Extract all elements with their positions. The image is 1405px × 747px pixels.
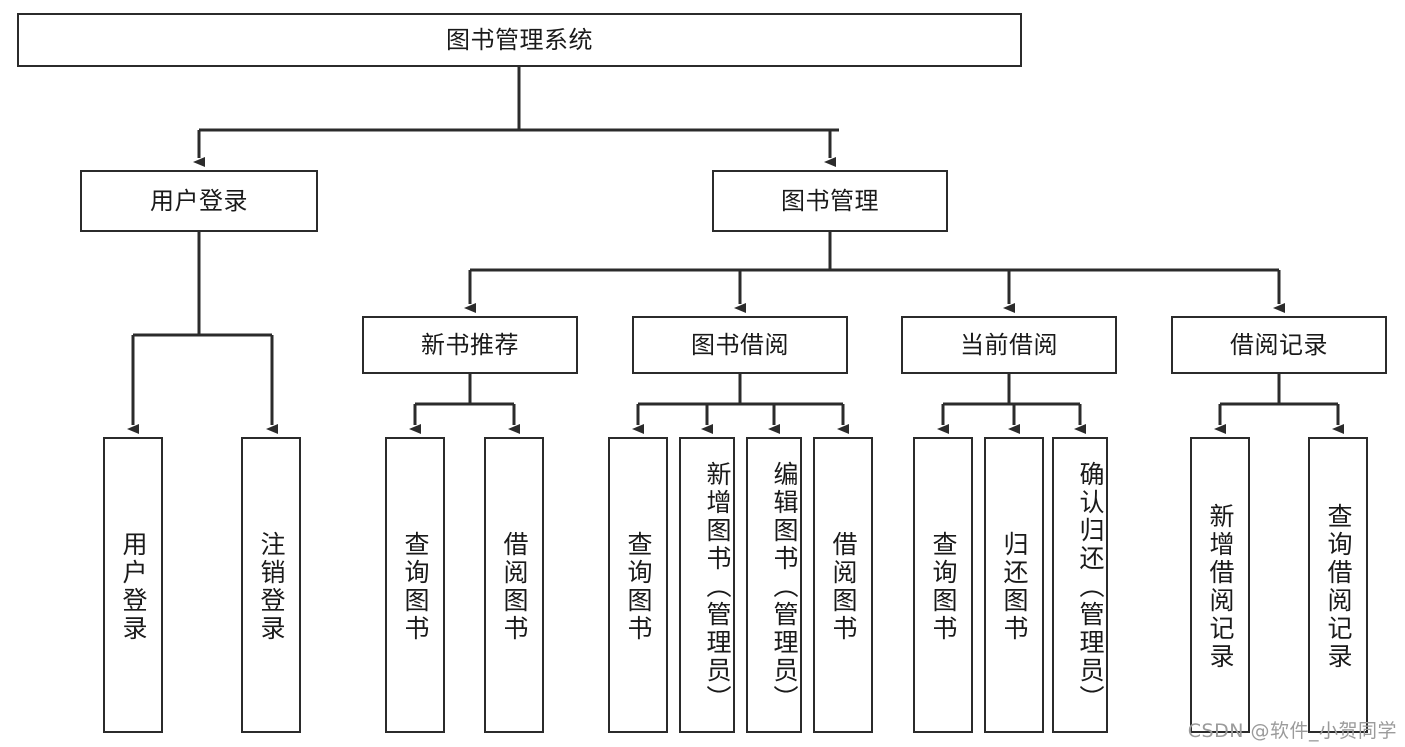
node-leaf-add-book-label: 新增图书（管理员） [703,461,732,713]
node-leaf-add-book[interactable]: 新增图书（管理员） [679,437,735,733]
node-user-login[interactable]: 用户登录 [80,170,318,232]
node-current-borrow-label: 当前借阅 [960,330,1058,359]
node-leaf-confirm-return-label: 确认归还（管理员） [1076,461,1105,713]
node-leaf-user-login[interactable]: 用户登录 [103,437,163,733]
node-current-borrow[interactable]: 当前借阅 [901,316,1117,374]
node-leaf-query-book-3[interactable]: 查询图书 [913,437,973,733]
node-leaf-query-record[interactable]: 查询借阅记录 [1308,437,1368,733]
node-leaf-logout-label: 注销登录 [257,531,286,643]
node-leaf-user-login-label: 用户登录 [119,531,148,643]
node-leaf-query-book-3-label: 查询图书 [929,531,958,643]
node-leaf-query-record-label: 查询借阅记录 [1324,503,1353,671]
node-root-label: 图书管理系统 [446,25,593,54]
node-leaf-query-book-1[interactable]: 查询图书 [385,437,445,733]
node-borrow-record[interactable]: 借阅记录 [1171,316,1387,374]
node-leaf-query-book-1-label: 查询图书 [401,531,430,643]
node-leaf-return-book[interactable]: 归还图书 [984,437,1044,733]
node-book-manage[interactable]: 图书管理 [712,170,948,232]
node-leaf-borrow-book-2[interactable]: 借阅图书 [813,437,873,733]
node-leaf-add-record-label: 新增借阅记录 [1206,503,1235,671]
node-book-manage-label: 图书管理 [781,186,879,215]
node-leaf-logout[interactable]: 注销登录 [241,437,301,733]
node-user-login-label: 用户登录 [150,186,248,215]
node-borrow-record-label: 借阅记录 [1230,330,1328,359]
node-book-borrow[interactable]: 图书借阅 [632,316,848,374]
node-leaf-borrow-book-1-label: 借阅图书 [500,531,529,643]
node-new-book-recommend-label: 新书推荐 [421,330,519,359]
node-leaf-return-book-label: 归还图书 [1000,531,1029,643]
node-new-book-recommend[interactable]: 新书推荐 [362,316,578,374]
node-leaf-query-book-2[interactable]: 查询图书 [608,437,668,733]
node-leaf-confirm-return[interactable]: 确认归还（管理员） [1052,437,1108,733]
node-leaf-borrow-book-2-label: 借阅图书 [829,531,858,643]
node-leaf-query-book-2-label: 查询图书 [624,531,653,643]
node-leaf-borrow-book-1[interactable]: 借阅图书 [484,437,544,733]
node-leaf-edit-book[interactable]: 编辑图书（管理员） [746,437,802,733]
node-leaf-add-record[interactable]: 新增借阅记录 [1190,437,1250,733]
node-leaf-edit-book-label: 编辑图书（管理员） [770,461,799,713]
node-book-borrow-label: 图书借阅 [691,330,789,359]
node-root[interactable]: 图书管理系统 [17,13,1022,67]
